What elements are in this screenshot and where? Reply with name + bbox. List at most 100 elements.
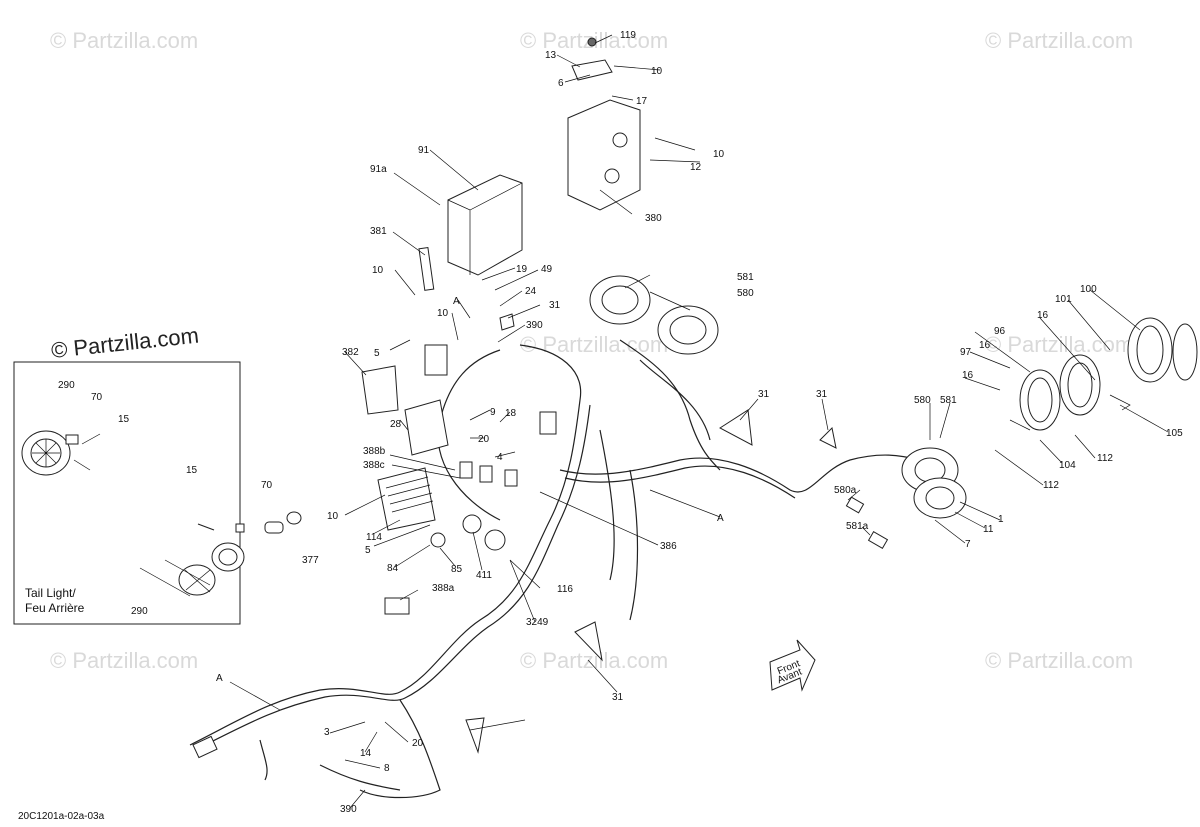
callout-24: 24 — [525, 286, 537, 297]
callout-104: 104 — [1059, 460, 1076, 471]
callout-581: 581 — [737, 272, 754, 283]
callout-A: A — [216, 673, 223, 684]
callout-A: A — [717, 513, 724, 524]
battery-91 — [447, 174, 523, 276]
harness-front-branch — [559, 454, 921, 493]
callout-10: 10 — [713, 149, 725, 160]
watermark: © Partzilla.com — [985, 648, 1133, 673]
callout-6: 6 — [558, 78, 564, 89]
callout-100: 100 — [1080, 284, 1097, 295]
callout-10: 10 — [437, 308, 449, 319]
callout-381: 381 — [370, 226, 387, 237]
callout-580: 580 — [737, 288, 754, 299]
callout-14: 14 — [360, 748, 372, 759]
callout-70: 70 — [91, 392, 103, 403]
callout-290: 290 — [58, 380, 75, 391]
callout-5: 5 — [365, 545, 371, 556]
bulb — [264, 521, 284, 534]
tail-light-inset: Tail Light/ Feu Arrière — [13, 361, 302, 625]
drawing-code: 20C1201a-02a-03a — [18, 811, 105, 822]
callout-70: 70 — [261, 480, 273, 491]
callout-580: 580 — [914, 395, 931, 406]
callouts: 119 13 10 6 17 10 12 91 91a 380 381 10 1… — [58, 30, 1183, 815]
lens-pattern — [32, 439, 60, 467]
callout-3249: 3249 — [526, 617, 549, 628]
callout-15: 15 — [118, 414, 130, 425]
bracket-382 — [361, 365, 399, 415]
callout-380: 380 — [645, 213, 662, 224]
battery-assembly — [418, 37, 641, 291]
callout-28: 28 — [390, 419, 402, 430]
callout-3: 3 — [324, 727, 330, 738]
relay-10 — [424, 344, 448, 376]
callout-13: 13 — [545, 50, 557, 61]
callout-20: 20 — [412, 738, 424, 749]
regulator-114 — [377, 467, 436, 531]
callout-377: 377 — [302, 555, 319, 566]
connector-end — [192, 735, 218, 759]
socket-116 — [484, 529, 506, 551]
callout-580a: 580a — [834, 485, 857, 496]
callout-10: 10 — [327, 511, 339, 522]
callout-10: 10 — [651, 66, 663, 77]
solenoid-119 — [571, 59, 613, 81]
callout-1: 1 — [998, 514, 1004, 525]
callout-17: 17 — [636, 96, 648, 107]
cable-ties — [465, 313, 837, 754]
callout-11: 11 — [983, 524, 994, 535]
callout-16: 16 — [1037, 310, 1049, 321]
inset-title-fr: Feu Arrière — [25, 601, 85, 615]
callout-31: 31 — [549, 300, 561, 311]
callout-96: 96 — [994, 326, 1006, 337]
callout-31: 31 — [612, 692, 624, 703]
callout-105: 105 — [1166, 428, 1183, 439]
callout-9: 9 — [490, 407, 496, 418]
callout-A: A — [453, 296, 460, 307]
switch-411 — [462, 514, 482, 534]
callout-581a: 581a — [846, 521, 869, 532]
callout-5: 5 — [374, 348, 380, 359]
callout-85: 85 — [451, 564, 463, 575]
bulb-socket — [65, 434, 79, 445]
callout-390: 390 — [340, 804, 357, 815]
callout-4: 4 — [497, 452, 503, 463]
callout-84: 84 — [387, 563, 399, 574]
callout-114: 114 — [366, 532, 382, 543]
fuse-box-28 — [404, 399, 449, 456]
bulb-tip — [286, 511, 302, 525]
harness-main — [189, 344, 582, 746]
callout-388c: 388c — [363, 460, 385, 471]
callout-581: 581 — [940, 395, 957, 406]
callout-31: 31 — [816, 389, 828, 400]
front-arrow: Front Avant — [769, 639, 816, 692]
callout-12: 12 — [690, 162, 702, 173]
callout-112: 112 — [1043, 480, 1059, 491]
callout-18: 18 — [505, 408, 517, 419]
callout-382: 382 — [342, 347, 359, 358]
leader-lines — [229, 34, 1169, 809]
ring-100 — [1172, 323, 1198, 381]
callout-101: 101 — [1055, 294, 1072, 305]
callout-388a: 388a — [432, 583, 455, 594]
callout-19: 19 — [516, 264, 528, 275]
connector — [235, 523, 245, 533]
front-direction-arrow — [769, 639, 816, 692]
callout-290: 290 — [131, 606, 148, 617]
strap-381 — [418, 246, 435, 291]
tail-light-lens-exploded — [178, 564, 216, 596]
callout-411: 411 — [476, 570, 492, 581]
callout-91: 91 — [418, 145, 430, 156]
callout-390: 390 — [526, 320, 543, 331]
callout-15: 15 — [186, 465, 198, 476]
watermark-main: © Partzilla.com — [50, 323, 200, 363]
watermark: © Partzilla.com — [985, 332, 1133, 357]
callout-31: 31 — [758, 389, 770, 400]
callout-97: 97 — [960, 347, 972, 358]
watermark: © Partzilla.com — [985, 28, 1133, 53]
connector-block — [539, 411, 557, 435]
watermarks: © Partzilla.com © Partzilla.com © Partzi… — [50, 28, 1133, 673]
callout-16: 16 — [979, 340, 991, 351]
switch-388a — [384, 597, 410, 615]
callout-7: 7 — [965, 539, 971, 550]
